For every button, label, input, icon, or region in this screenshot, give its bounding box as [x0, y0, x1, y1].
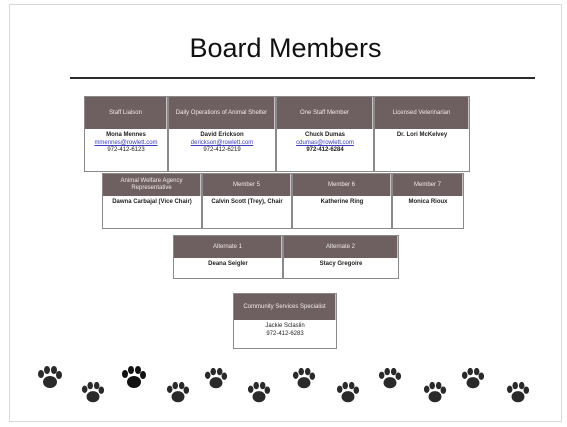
card-body: Stacy Gregoire: [284, 258, 398, 269]
card-body: Deana Seigler: [174, 258, 282, 269]
member-name: Stacy Gregoire: [319, 261, 363, 267]
paw-print-icon: [247, 381, 271, 403]
member-name: Deana Seigler: [208, 261, 248, 267]
paw-print-icon: [336, 381, 360, 403]
card-body: Dawna Carbajal (Vice Chair): [103, 196, 201, 207]
card-body: Jackie Sclaslin 972-412-6283: [234, 320, 336, 338]
card-member-6: Member 6 Katherine Ring: [292, 173, 392, 229]
card-member-5: Member 5 Calvin Scott (Trey), Chair: [202, 173, 292, 229]
card-header: Licensed Veterinarian: [375, 97, 469, 129]
member-name: Calvin Scott (Trey), Chair: [211, 199, 283, 205]
member-phone: 972-412-6284: [306, 147, 344, 153]
member-name: Dawna Carbajal (Vice Chair): [112, 199, 192, 205]
card-header: Animal Welfare Agency Representative: [103, 174, 201, 196]
member-email-link[interactable]: derickson@rowlett.com: [190, 139, 254, 146]
card-member-7: Member 7 Monica Rioux: [392, 173, 464, 229]
card-header: Member 5: [203, 174, 291, 196]
member-name: Monica Rioux: [408, 199, 448, 205]
paw-print-icon: [81, 381, 105, 403]
member-name: Katherine Ring: [320, 199, 364, 205]
card-body: David Erickson derickson@rowlett.com 972…: [169, 129, 275, 155]
card-body: Calvin Scott (Trey), Chair: [203, 196, 291, 207]
slide: Board Members Staff Liaison Mona Mennes …: [9, 4, 562, 422]
paw-print-icon: [38, 366, 62, 388]
card-header: Alternate 1: [174, 236, 282, 258]
card-alternate-1: Alternate 1 Deana Seigler: [173, 235, 283, 279]
card-licensed-veterinarian: Licensed Veterinarian Dr. Lori McKelvey: [374, 96, 470, 172]
paw-print-icon: [122, 366, 146, 388]
member-phone: 972-412-6219: [203, 147, 241, 153]
member-name: Mona Mennes: [106, 132, 146, 138]
paw-print-icon: [292, 367, 316, 389]
paw-print-icon: [461, 367, 485, 389]
page-title: Board Members: [189, 33, 382, 63]
card-body: Mona Mennes mmennes@rowlett.com 972-412-…: [85, 129, 167, 155]
card-header: Member 7: [393, 174, 463, 196]
member-phone: 972-412-6123: [107, 147, 145, 153]
title-divider: [70, 77, 535, 79]
card-body: Katherine Ring: [293, 196, 391, 207]
paw-print-icon: [204, 367, 228, 389]
card-alternate-2: Alternate 2 Stacy Gregoire: [283, 235, 399, 279]
member-name: David Erickson: [200, 132, 244, 138]
paw-print-icon: [423, 381, 447, 403]
card-header: Daily Operations of Animal Shelter: [169, 97, 275, 129]
card-animal-welfare-rep: Animal Welfare Agency Representative Daw…: [102, 173, 202, 229]
card-header: Staff Liaison: [85, 97, 167, 129]
card-body: Dr. Lori McKelvey: [375, 129, 469, 140]
card-header: Alternate 2: [284, 236, 398, 258]
member-phone: 972-412-6283: [266, 330, 304, 337]
card-daily-operations: Daily Operations of Animal Shelter David…: [168, 96, 276, 172]
member-name: Chuck Dumas: [304, 132, 345, 138]
card-header: One Staff Member: [277, 97, 373, 129]
card-body: Monica Rioux: [393, 196, 463, 207]
card-community-services: Community Services Specialist Jackie Scl…: [233, 293, 337, 349]
card-staff-liaison: Staff Liaison Mona Mennes mmennes@rowlet…: [84, 96, 168, 172]
member-name: Dr. Lori McKelvey: [396, 132, 448, 138]
card-body: Chuck Dumas cdumas@rowlett.com 972-412-6…: [277, 129, 373, 155]
member-email-link[interactable]: cdumas@rowlett.com: [296, 139, 354, 146]
paw-print-icon: [506, 381, 530, 403]
member-email-link[interactable]: mmennes@rowlett.com: [94, 139, 158, 146]
paw-print-icon: [166, 381, 190, 403]
member-name: Jackie Sclaslin: [265, 323, 305, 329]
card-header: Member 6: [293, 174, 391, 196]
card-one-staff-member: One Staff Member Chuck Dumas cdumas@rowl…: [276, 96, 374, 172]
card-header: Community Services Specialist: [234, 294, 336, 320]
paw-print-icon: [378, 367, 402, 389]
